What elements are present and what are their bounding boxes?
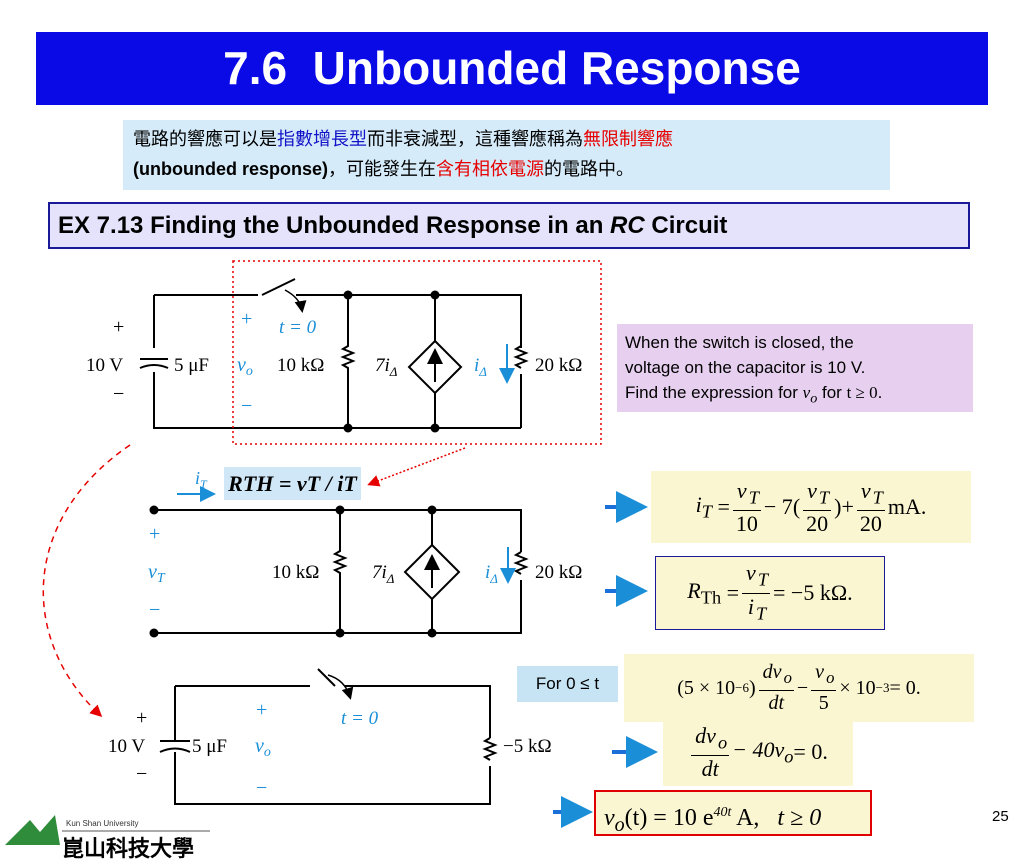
university-name: Kun Shan University [66,819,139,828]
c1-minus: − [113,383,124,405]
problem-line3: Find the expression for vo for t ≥ 0. [625,380,965,411]
switch-1-blade [154,278,296,296]
intro-unbounded: 無限制響應 [583,129,673,149]
capacitor-1 [139,358,169,369]
c1-source: 10 V [86,355,123,376]
problem-line3-mid: for [817,383,847,402]
final-answer: vo(t) = 10 e40t A, t ≥ 0 [594,790,872,836]
c1-r1: 10 kΩ [277,355,324,376]
c2-vT: vT [148,561,166,586]
intro-dependent: 含有相依電源 [436,159,544,179]
c3-r: −5 kΩ [503,736,552,757]
problem-var: vo [802,383,818,407]
intro-seg1: 電路的響應可以是 [133,129,277,149]
c1-r2: 20 kΩ [535,355,582,376]
highlight-box [232,260,602,445]
problem-line3-end: . [877,383,883,402]
c2-iT: iT [195,468,208,491]
example-prefix: EX 7.13 Finding the Unbounded Response i… [58,212,611,239]
resistor-10k-1 [340,295,356,428]
problem-line2: voltage on the capacitor is 10 V. [625,358,866,377]
c3-plus: + [136,707,147,729]
example-suffix: Circuit [644,212,728,239]
c3-vo: vo [255,735,271,760]
circuit-2 [154,509,529,634]
intro-term: (unbounded response) [133,159,328,179]
c1-plus: + [113,316,124,338]
page-title: 7.6 Unbounded Response [36,32,988,105]
c3-cap: 5 μF [192,736,227,757]
dep-source-1 [407,295,463,428]
intro-seg8: 的電路中。 [544,159,634,179]
c1-vo: vo [237,354,253,379]
problem-statement: When the switch is closed, the voltage o… [617,324,973,412]
c2-r2: 20 kΩ [535,562,582,583]
c3-vo-minus: − [256,777,267,799]
c2-plus: + [149,523,160,545]
c3-minus: − [136,763,147,785]
for-label: For 0 ≤ t [517,666,618,702]
curve-arrow [42,444,131,718]
c1-dep: 7iΔ [375,355,398,379]
c3-source: 10 V [108,736,145,757]
c2-minus: − [149,599,160,621]
c1-vo-minus: − [241,395,252,417]
problem-line3-pre: Find the expression for [625,383,803,402]
c2-dep: 7iΔ [372,562,395,586]
logo-text: 崑山科技大學 [62,836,194,861]
university-logo: 崑山科技大學 [5,815,210,861]
example-italic: RC [610,212,645,239]
c3-vo-plus: + [256,699,267,721]
c1-idelta: iΔ [474,355,487,379]
intro-exponential: 指數增長型 [277,129,367,149]
c3-switch-label: t = 0 [341,708,379,729]
c2-idelta: iΔ [485,562,498,586]
circuit-1 [139,278,529,429]
c1-cap: 5 μF [174,355,209,376]
problem-cond: t ≥ 0 [846,383,878,402]
circuit-3 [159,668,498,805]
intro-seg6: ，可能發生在 [328,159,436,179]
intro-text: 電路的響應可以是指數增長型而非衰減型，這種響應稱為無限制響應 (unbounde… [123,120,890,190]
problem-line1: When the switch is closed, the [625,333,854,352]
resistor-20k-1 [513,345,529,369]
c1-switch-label: t = 0 [279,317,317,338]
c2-r1: 10 kΩ [272,562,319,583]
page-number: 25 [992,808,1009,825]
rth-label: RTH = vT / iT [224,467,361,500]
intro-seg3: 而非衰減型，這種響應稱為 [367,129,583,149]
c1-vo-plus: + [241,308,252,330]
example-heading: EX 7.13 Finding the Unbounded Response i… [48,202,970,249]
